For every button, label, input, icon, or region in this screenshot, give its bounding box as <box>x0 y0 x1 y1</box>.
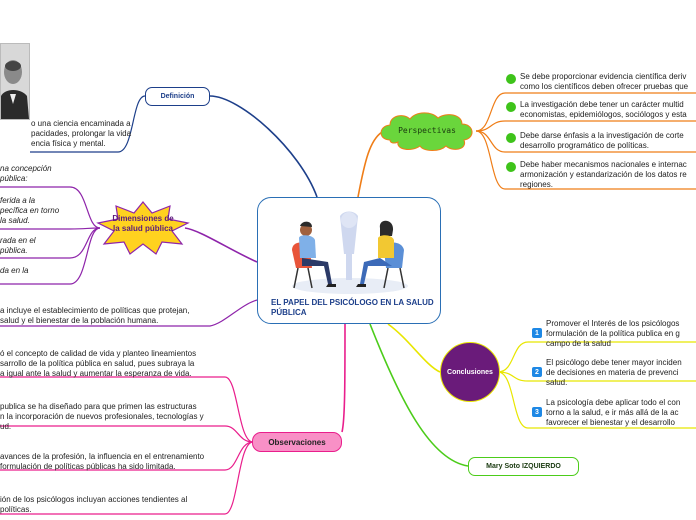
observaciones-node[interactable]: Observaciones <box>252 432 342 452</box>
definicion-text-2: pacidades, prolongar la vida <box>31 129 132 138</box>
intro-text-1: a incluye el establecimiento de política… <box>0 306 190 315</box>
perspectivas-bullet-2 <box>506 102 516 112</box>
conclusiones-number-1: 1 <box>532 328 542 338</box>
dimensiones-item-2-line-2: pecífica en torno <box>0 206 60 215</box>
connector-conclusiones <box>387 323 441 373</box>
perspectivas-bullet-3 <box>506 133 516 143</box>
observaciones-item-4-line-2: políticas. <box>0 505 32 514</box>
definicion-text-1: o una ciencia encaminada a <box>31 119 131 128</box>
observaciones-label: Observaciones <box>268 437 326 447</box>
observaciones-item-1-line-3: a igual ante la salud y aumentar la espe… <box>0 369 192 378</box>
dimensiones-item-1-line-2: pública: <box>0 174 28 183</box>
dimensiones-item-4-line-1: da en la <box>0 266 29 275</box>
connector-dimensiones <box>184 227 258 263</box>
author-label: Mary Soto IZQUIERDO <box>486 463 561 470</box>
perspectivas-item-4-line-3: regiones. <box>520 180 553 189</box>
connector-definicion-text <box>30 95 146 153</box>
central-title: EL PAPEL DEL PSICÓLOGO EN LA SALUD PÚBLI… <box>271 298 434 317</box>
connector-perspectivas <box>357 131 383 198</box>
dimensiones-label-1: Dimensiones de <box>112 214 174 223</box>
author-node[interactable]: Mary Soto IZQUIERDO <box>468 457 579 476</box>
dimensiones-item-2-line-3: la salud. <box>0 216 30 225</box>
observaciones-item-4-line-1: ión de los psicólogos incluyan acciones … <box>0 495 188 504</box>
psychologist-session-illustration <box>292 211 408 294</box>
conclusiones-node[interactable]: Conclusiones <box>440 342 500 402</box>
conclusiones-item-2-line-1: El psicólogo debe tener mayor inciden <box>546 358 682 367</box>
perspectivas-item-4-line-1: Debe haber mecanismos nacionales e inter… <box>520 160 687 169</box>
conclusiones-item-3-line-3: favorecer el bienestar y el desarrollo <box>546 418 675 427</box>
conclusiones-number-2: 2 <box>532 367 542 377</box>
perspectivas-bullet-1 <box>506 74 516 84</box>
perspectivas-item-1-line-2: como los científicos deben ofrecer prueb… <box>520 82 689 91</box>
portrait-photo <box>0 43 30 120</box>
observaciones-item-2-line-2: n la incorporación de nuevos profesional… <box>0 412 204 421</box>
conclusiones-item-3-line-2: torno a la salud, e ir más allá de la ac <box>546 408 679 417</box>
definicion-text-3: encia física y mental. <box>31 139 106 148</box>
perspectivas-label: Perspectivas <box>398 126 456 135</box>
dimensiones-item-1-line-1: na concepción <box>0 164 52 173</box>
connector-observaciones <box>341 323 346 433</box>
conclusiones-item-2-line-3: salud. <box>546 378 568 387</box>
conclusiones-item-2-line-2: de decisiones en materia de prevenci <box>546 368 679 377</box>
dimensiones-item-3-line-2: pública. <box>0 246 28 255</box>
perspectivas-item-1-line-1: Se debe proporcionar evidencia científic… <box>520 72 687 81</box>
perspectivas-node[interactable] <box>376 110 478 152</box>
connector-author <box>369 323 469 467</box>
observaciones-item-2-line-1: publica se ha diseñado para que primen l… <box>0 402 197 411</box>
dimensiones-item-3-line-1: rada en el <box>0 236 36 245</box>
intro-text-2: salud y el bienestar de la población hum… <box>0 316 159 325</box>
perspectivas-item-2-line-2: economistas, epidemiólogos, sociólogos y… <box>520 110 687 119</box>
dimensiones-item-2-line-1: ferida a la <box>0 196 36 205</box>
conclusiones-item-1-line-1: Promover el Interés de los psicólogos <box>546 319 680 328</box>
central-topic[interactable]: EL PAPEL DEL PSICÓLOGO EN LA SALUD PÚBLI… <box>257 197 441 324</box>
definicion-node[interactable]: Definición <box>145 87 210 106</box>
perspectivas-bullet-4 <box>506 162 516 172</box>
conclusiones-item-1-line-3: campo de la salud <box>546 339 611 348</box>
perspectivas-item-4-line-2: armonización y estandarización de los da… <box>520 170 687 179</box>
conclusiones-label: Conclusiones <box>447 368 493 376</box>
conclusiones-number-3: 3 <box>532 407 542 417</box>
observaciones-item-2-line-3: ud. <box>0 422 12 431</box>
connector-definicion <box>209 95 318 198</box>
dimensiones-node[interactable] <box>96 200 190 256</box>
connector-intro <box>0 299 258 327</box>
observaciones-item-3-line-1: avances de la profesión, la influencia e… <box>0 452 205 461</box>
conclusiones-item-3-line-1: La psicología debe aplicar todo el con <box>546 398 681 407</box>
perspectivas-item-2-line-1: La investigación debe tener un carácter … <box>520 100 684 109</box>
observaciones-item-3-line-2: formulación de políticas públicas ha sid… <box>0 462 176 471</box>
dimensiones-label-2: la salud pública <box>112 224 173 233</box>
conclusiones-item-1-line-2: formulación de la política publica en g <box>546 329 680 338</box>
perspectivas-item-3-line-2: desarrollo programático de políticas. <box>520 141 649 150</box>
observaciones-item-1-line-1: ó el concepto de calidad de vida y plant… <box>0 349 197 358</box>
perspectivas-item-3-line-1: Debe darse énfasis a la investigación de… <box>520 131 684 140</box>
definicion-label: Definición <box>160 93 195 100</box>
observaciones-item-1-line-2: sarrollo de la política pública en salud… <box>0 359 195 368</box>
